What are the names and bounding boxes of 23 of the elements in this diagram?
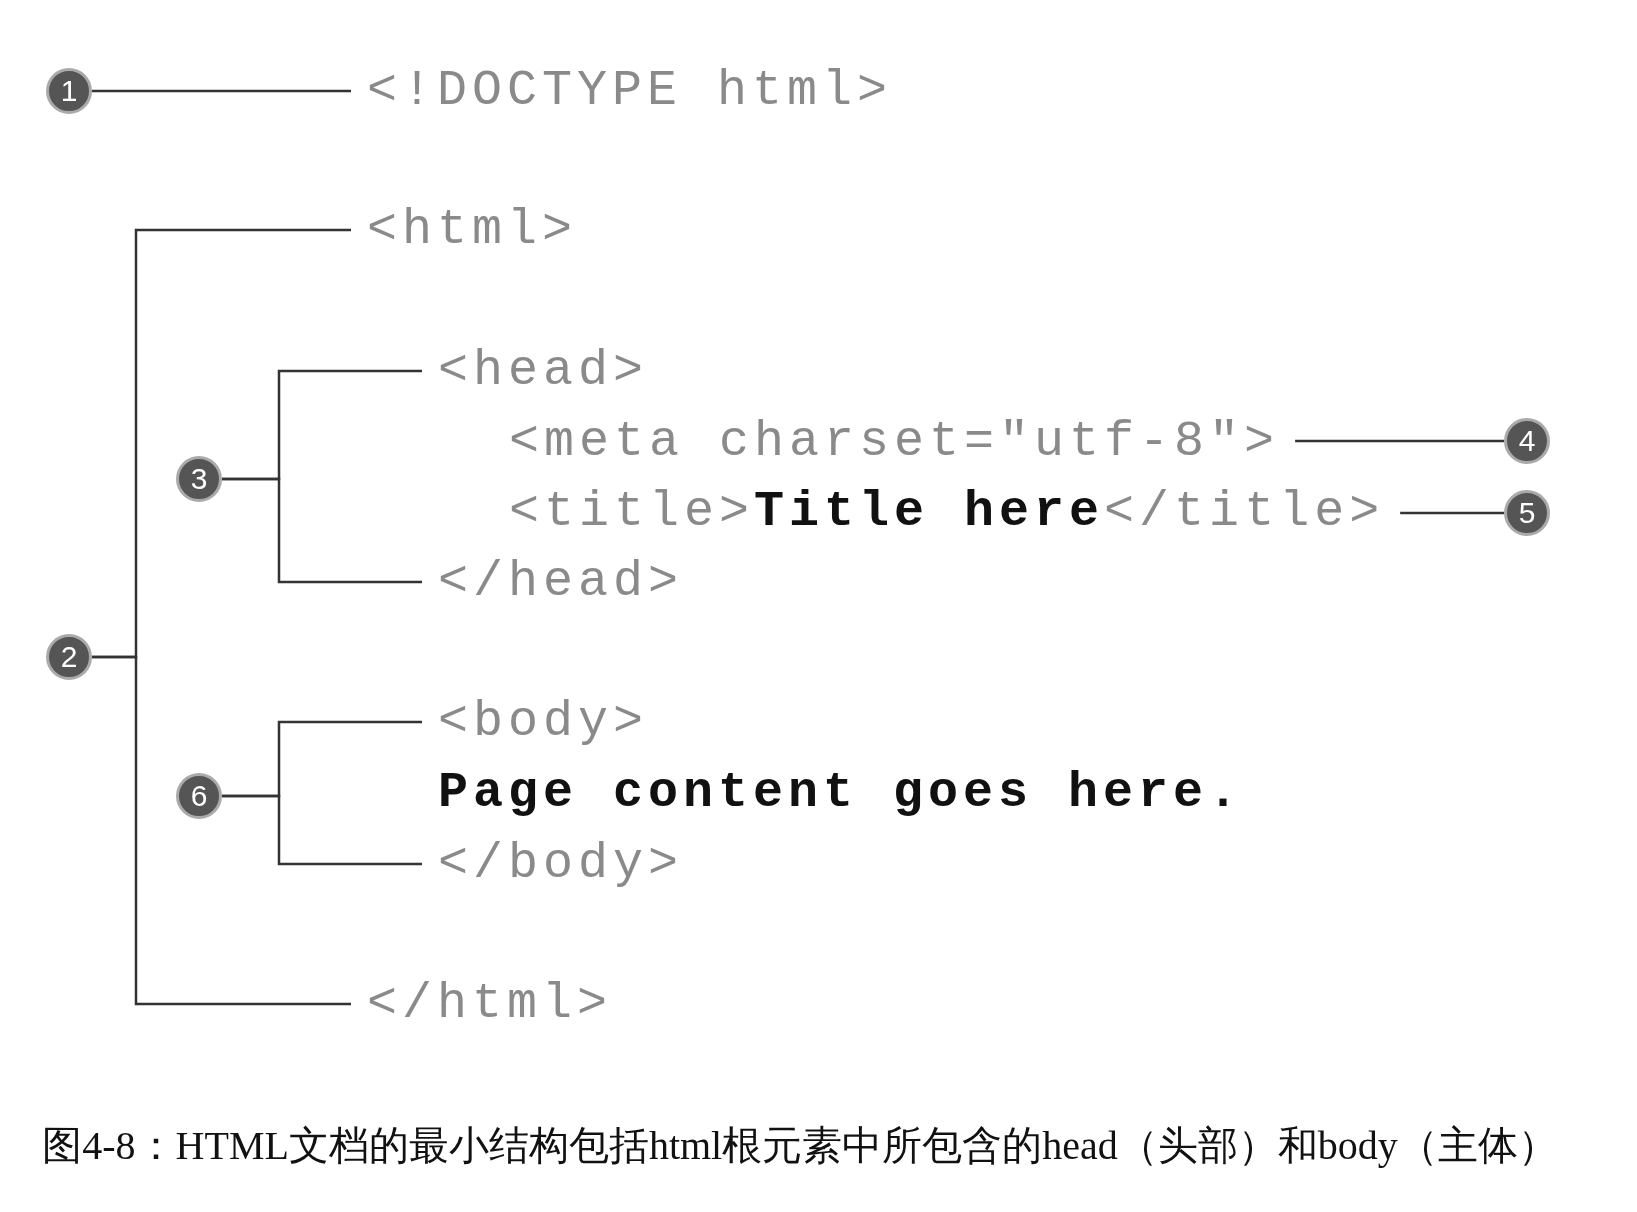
callout-number: 4 — [1504, 418, 1550, 464]
callout-number: 5 — [1504, 490, 1550, 536]
code-line: Page content goes here. — [438, 768, 1244, 818]
callout-number: 3 — [176, 456, 222, 502]
figure-caption: 图4-8：HTML文档的最小结构包括html根元素中所包含的head（头部）和body（主体） — [41, 1122, 1559, 1170]
code-line: <head> — [438, 346, 649, 396]
code-line: <meta charset="utf-8"> — [509, 417, 1280, 467]
leader-line — [92, 89, 351, 93]
code-line: <title>Title here</title> — [509, 487, 1385, 537]
callout-number: 2 — [46, 634, 92, 680]
code-line: <!DOCTYPE html> — [367, 66, 893, 116]
leader-line — [1295, 439, 1504, 443]
code-line: <html> — [367, 205, 578, 255]
leader-line — [1400, 511, 1504, 515]
code-line: <body> — [438, 697, 649, 747]
leader-line — [92, 655, 351, 1006]
leader-line — [222, 477, 422, 584]
code-line: </html> — [367, 979, 613, 1029]
code-line: </body> — [438, 839, 684, 889]
code-line: </head> — [438, 557, 684, 607]
leader-line — [222, 794, 422, 866]
callout-number: 1 — [46, 68, 92, 114]
callout-number: 6 — [176, 773, 222, 819]
